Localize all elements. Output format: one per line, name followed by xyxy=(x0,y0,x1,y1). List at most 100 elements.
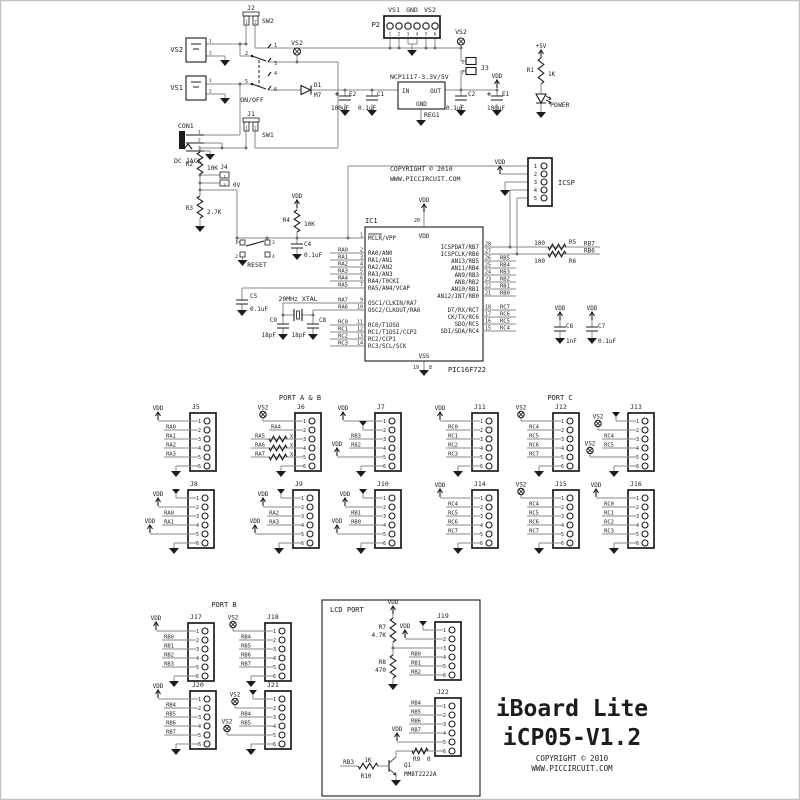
header-gnd xyxy=(453,471,463,477)
c5-cap xyxy=(236,299,248,305)
reg1-in: IN xyxy=(402,88,410,95)
header-j18-body xyxy=(264,622,292,682)
ic1-ext-net: RB1 xyxy=(500,284,510,290)
header-j19-label: J19 xyxy=(437,612,449,620)
ground-symbol xyxy=(308,334,318,340)
pin-circle xyxy=(388,453,396,461)
header-vs2-label: VS2 xyxy=(585,441,596,448)
c2-cap xyxy=(455,95,467,101)
pin-number: 5 xyxy=(273,665,276,671)
header-gnd xyxy=(609,471,619,477)
pin-number: 5 xyxy=(198,733,201,739)
pin-number: 1 xyxy=(561,419,564,425)
pin-circle xyxy=(201,503,209,511)
junction-dot xyxy=(244,42,248,46)
header-j19-body xyxy=(434,621,462,681)
pin-number: 1 xyxy=(480,496,483,502)
ic1-vdd-top-arrow xyxy=(421,202,427,212)
pin-circle xyxy=(201,672,209,680)
r1-ref: R1 xyxy=(527,67,535,74)
net-label: RA1 xyxy=(164,520,174,526)
pin-circle xyxy=(306,521,314,529)
header-vdd-arrow xyxy=(153,620,159,630)
ground-symbol xyxy=(391,780,401,786)
junction-dot xyxy=(343,88,347,92)
pin-number: 5 xyxy=(443,740,446,746)
header-vs2-circle xyxy=(223,724,231,733)
ic1-ext-net: RA5 xyxy=(338,283,348,289)
pin-circle xyxy=(278,740,286,748)
pin-circle xyxy=(203,435,211,443)
pin-circle xyxy=(641,530,649,538)
pin-circle xyxy=(485,521,493,529)
pin-circle xyxy=(566,462,574,470)
reset-button xyxy=(239,239,271,258)
ground-symbol xyxy=(587,338,597,344)
junction-dot xyxy=(220,146,224,150)
ground-symbol xyxy=(407,50,417,56)
pin-number: 6 xyxy=(636,541,639,547)
header-vdd-arrow xyxy=(593,487,599,497)
reset-vdd-label: VDD xyxy=(292,193,303,200)
pin-circle xyxy=(641,503,649,511)
ic1-pin-num: 2 xyxy=(360,248,363,254)
ic1-pin-label: RC2/CCP1 xyxy=(368,337,396,343)
r4-resistor xyxy=(293,209,301,233)
crystal-20mhz xyxy=(293,309,303,321)
net-label: RB5 xyxy=(411,710,421,716)
pin-circle xyxy=(203,695,211,703)
pin-circle xyxy=(388,462,396,470)
ground-symbol xyxy=(367,110,377,116)
pin-circle xyxy=(448,635,456,643)
pin-number: 4 xyxy=(561,446,564,452)
header-j6-body xyxy=(294,412,322,472)
header-j14-label: J14 xyxy=(474,480,486,488)
pin-circle xyxy=(201,636,209,644)
reset-sw-pin4: 4 xyxy=(272,254,275,260)
pin-circle xyxy=(566,539,574,547)
pin-number: 1 xyxy=(443,704,446,710)
ground-symbol xyxy=(278,334,288,340)
pin-circle xyxy=(201,521,209,529)
pin-number: 1 xyxy=(636,496,639,502)
header-vs2-circle xyxy=(594,419,602,428)
pin-number: 3 xyxy=(198,715,201,721)
pin-number: 6 xyxy=(561,541,564,547)
pin-circle xyxy=(306,530,314,538)
pin-circle xyxy=(306,539,314,547)
cross xyxy=(518,489,524,494)
junction-dot xyxy=(397,46,401,50)
c7-ref: C7 xyxy=(598,323,606,330)
sw-pin6: 6 xyxy=(274,87,277,93)
p2-pin-circle xyxy=(422,22,430,30)
wire xyxy=(250,743,273,749)
pin-circle xyxy=(448,720,456,728)
pin-circle xyxy=(388,539,396,547)
pin-number: 1 xyxy=(480,419,483,425)
e1-cap xyxy=(491,95,503,101)
cross xyxy=(232,699,238,704)
ic1-pin-num: 24 xyxy=(485,270,491,276)
header-j21-body xyxy=(264,690,292,750)
c5-ref: C5 xyxy=(250,293,258,300)
header-j13-body xyxy=(627,412,655,472)
header-vdd-arrow xyxy=(437,410,443,420)
con1-label: CON1 xyxy=(178,122,194,130)
sw-pin1: 1 xyxy=(274,43,277,49)
ic1-pin-label: SDO/RC5 xyxy=(455,322,480,328)
ic1-pin-label: RA0/AN0 xyxy=(368,251,393,257)
pin-number: 5 xyxy=(561,455,564,461)
ground-symbol xyxy=(220,60,230,66)
net-label: RB4 xyxy=(241,635,252,641)
pin-circle xyxy=(448,626,456,634)
pin-number: 2 xyxy=(443,637,446,643)
header-gnd xyxy=(274,548,284,554)
net-label: RB2 xyxy=(164,653,174,659)
section-port-c: PORT C xyxy=(547,394,572,402)
pin-circle xyxy=(641,426,649,434)
q1-ref: Q1 xyxy=(404,762,412,769)
r3-resistor xyxy=(196,195,204,219)
junction-dot xyxy=(370,88,374,92)
header-vdd-label: VDD xyxy=(151,615,162,622)
header-j20-body xyxy=(189,690,217,750)
